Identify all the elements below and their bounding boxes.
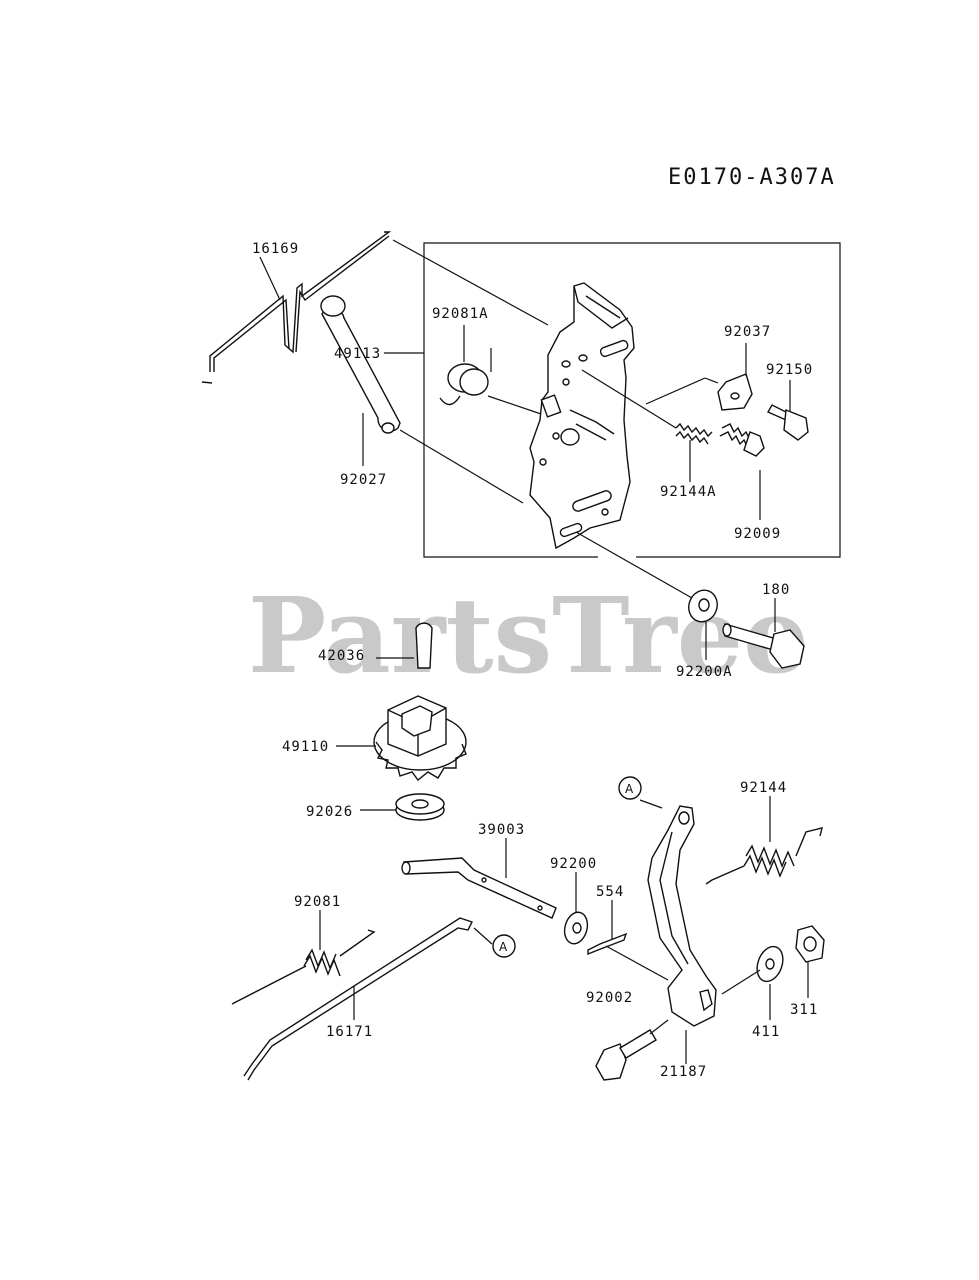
part-311-nut[interactable] xyxy=(795,925,825,998)
part-42036-pin[interactable] xyxy=(376,622,433,669)
label-92002: 92002 xyxy=(586,990,633,1006)
label-411: 411 xyxy=(752,1024,780,1040)
label-92037: 92037 xyxy=(724,324,771,340)
marker-a-rod: A xyxy=(492,934,516,958)
label-49110: 49110 xyxy=(282,739,329,755)
part-92002-bolt[interactable] xyxy=(595,1019,669,1081)
part-92081-spring[interactable] xyxy=(231,910,376,1005)
label-92027: 92027 xyxy=(340,472,387,488)
label-92144A: 92144A xyxy=(660,484,717,500)
label-42036: 42036 xyxy=(318,648,365,664)
part-92150-bolt[interactable] xyxy=(767,380,809,441)
part-92027-bushing[interactable] xyxy=(320,295,524,504)
label-16169: 16169 xyxy=(252,241,299,257)
watermark: PartsTree xyxy=(248,574,809,697)
part-92144-spring[interactable] xyxy=(705,796,823,885)
label-92081: 92081 xyxy=(294,894,341,910)
part-411-washer[interactable] xyxy=(721,943,787,1020)
assembly-frame xyxy=(384,242,841,558)
part-49110-gear[interactable] xyxy=(336,695,467,781)
part-92200-washer[interactable] xyxy=(561,872,591,946)
part-92026-washer[interactable] xyxy=(360,793,445,821)
part-16169-rod[interactable] xyxy=(201,231,549,384)
label-92200A: 92200A xyxy=(676,664,733,680)
label-92081A: 92081A xyxy=(432,306,489,322)
part-21187-lever[interactable] xyxy=(639,799,717,1064)
part-39003-shaft[interactable] xyxy=(401,838,557,919)
part-92009-screw[interactable] xyxy=(719,423,765,520)
part-92081A-damper[interactable] xyxy=(439,325,542,415)
label-21187: 21187 xyxy=(660,1064,707,1080)
part-92200A-washer[interactable] xyxy=(575,531,722,660)
part-16171-rod[interactable] xyxy=(243,917,493,1081)
marker-a-rod-text: A xyxy=(499,940,508,954)
label-39003: 39003 xyxy=(478,822,525,838)
label-554: 554 xyxy=(596,884,624,900)
part-92144A-spring[interactable] xyxy=(581,369,713,482)
label-16171: 16171 xyxy=(326,1024,373,1040)
marker-a-lever: A xyxy=(618,776,642,800)
label-92009: 92009 xyxy=(734,526,781,542)
label-311: 311 xyxy=(790,1002,818,1018)
part-49113-control-plate[interactable] xyxy=(529,282,635,550)
marker-a-lever-text: A xyxy=(625,782,634,796)
part-180-bolt[interactable] xyxy=(722,598,805,669)
label-92150: 92150 xyxy=(766,362,813,378)
reference-code: E0170-A307A xyxy=(668,165,836,190)
label-92026: 92026 xyxy=(306,804,353,820)
part-92037-clip[interactable] xyxy=(645,343,753,411)
label-92144: 92144 xyxy=(740,780,787,796)
label-92200: 92200 xyxy=(550,856,597,872)
label-49113: 49113 xyxy=(334,346,381,362)
label-180: 180 xyxy=(762,582,790,598)
part-554-pin[interactable] xyxy=(587,900,669,981)
